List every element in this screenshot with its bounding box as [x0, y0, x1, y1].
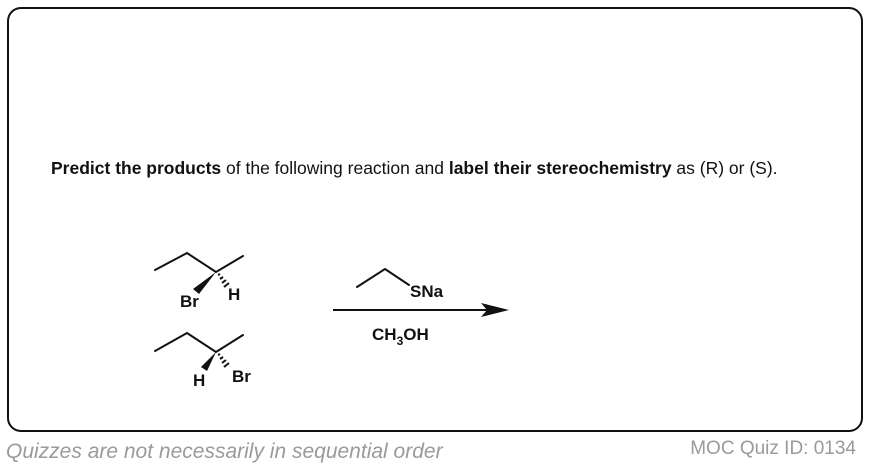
molecule-2-h-label: H [193, 371, 205, 390]
solvent-label: CH3OH [372, 325, 429, 348]
solvent-ch: CH [372, 325, 397, 344]
question-text-2: as (R) or (S). [671, 158, 778, 178]
question-text: Predict the products of the following re… [51, 158, 851, 179]
question-bold-1: Predict the products [51, 158, 222, 178]
solvent-subscript: 3 [397, 334, 404, 348]
reagent-sna-label: SNa [410, 282, 444, 301]
reagent-ethyl-chain [356, 268, 410, 288]
molecule-2-wedge-bond [201, 352, 216, 371]
molecule-1: Br H [154, 252, 244, 311]
molecule-1-wedge-bond [193, 272, 216, 294]
reaction-arrow [333, 303, 509, 317]
molecule-2-skeleton [154, 332, 244, 353]
molecule-1-br-label: Br [180, 292, 199, 311]
question-bold-2: label their stereochemistry [448, 158, 672, 178]
question-text-1: of the following reaction and [221, 158, 449, 178]
quiz-card: Predict the products of the following re… [7, 7, 863, 432]
molecule-1-skeleton [154, 252, 244, 273]
molecule-1-hashed-bond [217, 273, 230, 288]
solvent-oh: OH [403, 325, 429, 344]
reaction-scheme: Br H H Br SNa CH3OH [154, 252, 509, 390]
molecule-2: H Br [154, 332, 251, 390]
quiz-id: MOC Quiz ID: 0134 [690, 438, 856, 459]
molecule-2-hashed-bond [217, 353, 230, 368]
footer-note: Quizzes are not necessarily in sequentia… [6, 440, 443, 463]
molecule-1-h-label: H [228, 285, 240, 304]
molecule-2-br-label: Br [232, 367, 251, 386]
reagent: SNa [356, 268, 444, 301]
